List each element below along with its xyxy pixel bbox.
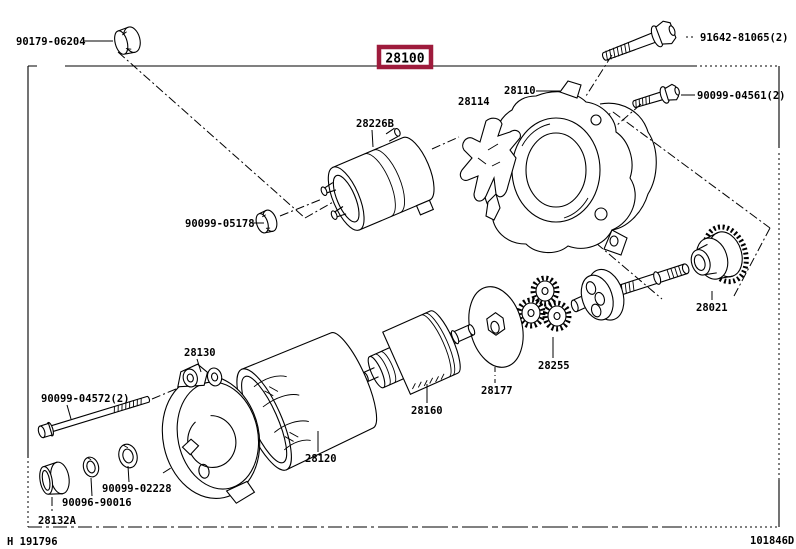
part-number-label[interactable]: 28130: [184, 347, 216, 359]
leader-lines: [66, 36, 713, 497]
drawing-code-left: H 191796: [7, 536, 58, 548]
drawing-code-right: 101846D: [750, 535, 794, 547]
clutch-assembly-art: [690, 224, 749, 285]
end-frame-art: [161, 363, 261, 504]
flange-bolt-art: [601, 20, 677, 61]
part-number-label[interactable]: 90096-90016: [62, 497, 132, 509]
switch-nut-art: [255, 209, 278, 234]
assembly-number-label[interactable]: 28100: [385, 52, 424, 67]
part-number-labels: 90179-06204 91642-81065(2) 90099-04561(2…: [16, 32, 789, 527]
part-number-label[interactable]: 28120: [305, 453, 337, 465]
part-number-label[interactable]: 28226B: [356, 118, 394, 130]
drive-lever-art: [459, 117, 521, 221]
part-number-label[interactable]: 28160: [411, 405, 443, 417]
part-number-label[interactable]: 90099-04561(2): [697, 90, 786, 102]
end-cap-art: [39, 461, 70, 495]
part-number-label[interactable]: 91642-81065(2): [700, 32, 789, 44]
part-number-label[interactable]: 28114: [458, 96, 490, 108]
drive-housing-art: [483, 80, 657, 256]
part-number-label[interactable]: 90099-05178: [185, 218, 255, 230]
terminal-nut-art: [114, 26, 141, 55]
housing-bolt-art: [632, 83, 680, 108]
part-number-label[interactable]: 28177: [481, 385, 513, 397]
diagram-border: [27, 65, 780, 528]
part-number-label[interactable]: 90099-02228: [102, 483, 172, 495]
yoke-art: [236, 332, 378, 471]
planet-carrier-shaft-art: [570, 263, 690, 321]
part-number-label[interactable]: 28021: [696, 302, 728, 314]
part-number-label[interactable]: 90179-06204: [16, 36, 86, 48]
magnetic-switch-art: [320, 127, 435, 231]
assembly-box-outline: [376, 44, 434, 70]
through-bolt-art: [37, 395, 151, 439]
o-ring-art: [118, 443, 138, 469]
bearing-art: [82, 456, 100, 478]
planetary-gears-art: [516, 275, 572, 332]
assembly-number-box[interactable]: 28100: [376, 44, 434, 70]
part-number-label[interactable]: 28132A: [38, 515, 77, 527]
part-number-label[interactable]: 90099-04572(2): [41, 393, 130, 405]
plate-art: [468, 286, 524, 368]
part-number-label[interactable]: 28110: [504, 85, 536, 97]
part-number-label[interactable]: 28255: [538, 360, 570, 372]
armature-art: [362, 310, 476, 395]
